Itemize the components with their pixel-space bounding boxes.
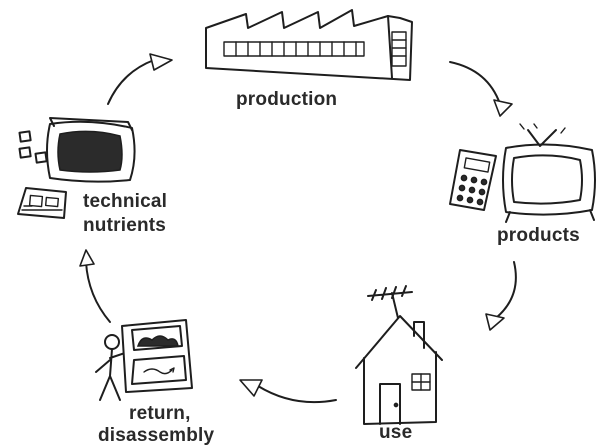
- disassembly-icon: [95, 319, 193, 401]
- arrow-products-to-use: [495, 261, 517, 319]
- house-icon: [355, 285, 443, 425]
- arrow-head-use: [485, 313, 505, 331]
- arrow-head-nutrients: [79, 249, 95, 267]
- arrow-return-to-nutrients: [85, 261, 111, 323]
- label-disassembly: disassembly: [98, 425, 215, 446]
- arrow-use-to-return: [257, 385, 337, 404]
- technical-nutrients-icon: [17, 117, 136, 219]
- factory-icon: [205, 9, 413, 81]
- label-nutrients: nutrients: [83, 215, 167, 236]
- arrow-head-return: [239, 379, 263, 397]
- label-products: products: [497, 225, 580, 246]
- arrow-head-products: [493, 99, 513, 117]
- cycle-arrows: [79, 53, 517, 404]
- label-use: use: [379, 422, 413, 443]
- label-technical: technical: [83, 191, 168, 212]
- label-return: return,: [129, 403, 191, 424]
- label-production: production: [236, 89, 338, 110]
- arrow-production-to-products: [449, 61, 501, 105]
- products-icon: [449, 123, 596, 223]
- arrow-head-production: [149, 53, 173, 71]
- calculator-keys: [456, 174, 488, 206]
- arrow-nutrients-to-production: [107, 59, 155, 105]
